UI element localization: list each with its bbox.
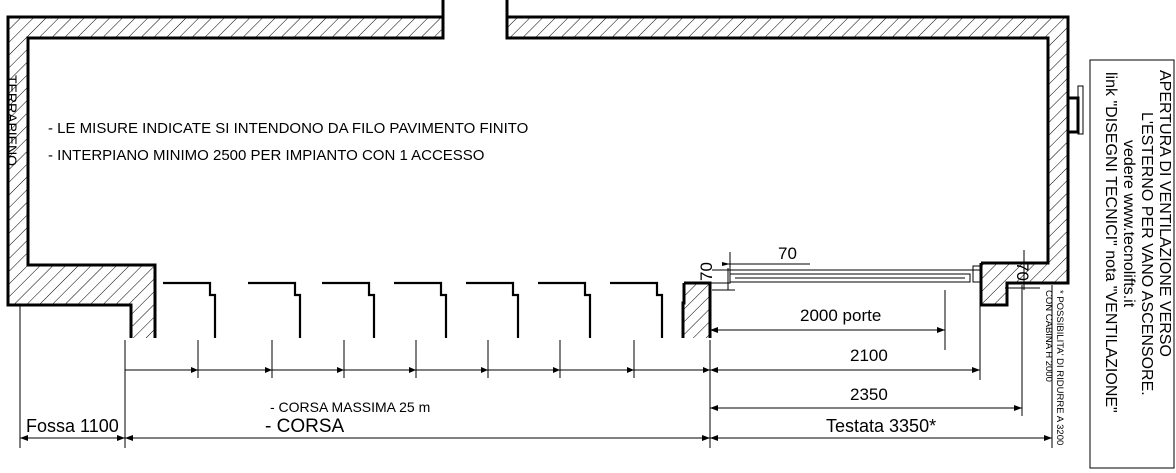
ventilation-line-1: APERTURA DI VENTILAZIONE VERSO xyxy=(1156,70,1173,357)
dimension-70-left: 70 xyxy=(697,262,716,281)
floor-landing-7 xyxy=(610,281,664,338)
label-fossa: Fossa 1100 xyxy=(26,416,119,436)
floor-landings xyxy=(163,281,664,338)
label-corsa-massima: - CORSA MASSIMA 25 m xyxy=(270,399,430,415)
door-threshold xyxy=(729,265,982,283)
dimension-2000-porte: 2000 porte xyxy=(800,306,881,325)
dimension-70-right: 70 xyxy=(1013,262,1032,281)
landing-slab xyxy=(681,269,980,338)
note-interpiano: - INTERPIANO MINIMO 2500 PER IMPIANTO CO… xyxy=(48,147,484,164)
floor-landing-6 xyxy=(538,281,592,338)
label-terrapieno: TERRAPIENO xyxy=(4,75,20,166)
floor-landing-4 xyxy=(394,281,448,338)
ventilation-line-4: link "DISEGNI TECNICI" nota "VENTILAZION… xyxy=(1102,72,1119,413)
note-measures: - LE MISURE INDICATE SI INTENDONO DA FIL… xyxy=(48,120,528,137)
floor-landing-3 xyxy=(322,281,376,338)
ventilation-line-2: L'ESTERNO PER VANO ASCENSORE. xyxy=(1138,112,1155,396)
corsa-segment-ticks xyxy=(124,340,711,378)
floor-landing-5 xyxy=(466,281,520,338)
dimension-2100: 2100 xyxy=(850,346,888,365)
label-corsa: - CORSA xyxy=(265,416,345,437)
label-testata: Testata 3350* xyxy=(826,416,936,436)
shaft-walls xyxy=(6,0,1070,338)
ventilation-line-3: vedere www.tecnolifts.it xyxy=(1120,140,1137,308)
ventilation-opening xyxy=(1068,85,1084,135)
floor-landing-2 xyxy=(248,281,302,338)
note-riduzione-2: CON CABINA H 2000 xyxy=(1043,290,1054,382)
dimension-70-top: 70 xyxy=(778,244,797,263)
dimension-2350: 2350 xyxy=(850,385,888,404)
dimension-lines xyxy=(20,250,1052,441)
floor-landing-1 xyxy=(163,281,217,338)
ventilation-note-box xyxy=(1089,59,1175,469)
note-riduzione-1: * POSSIBILITA' DI RIDURRE A 3200 xyxy=(1054,290,1065,445)
